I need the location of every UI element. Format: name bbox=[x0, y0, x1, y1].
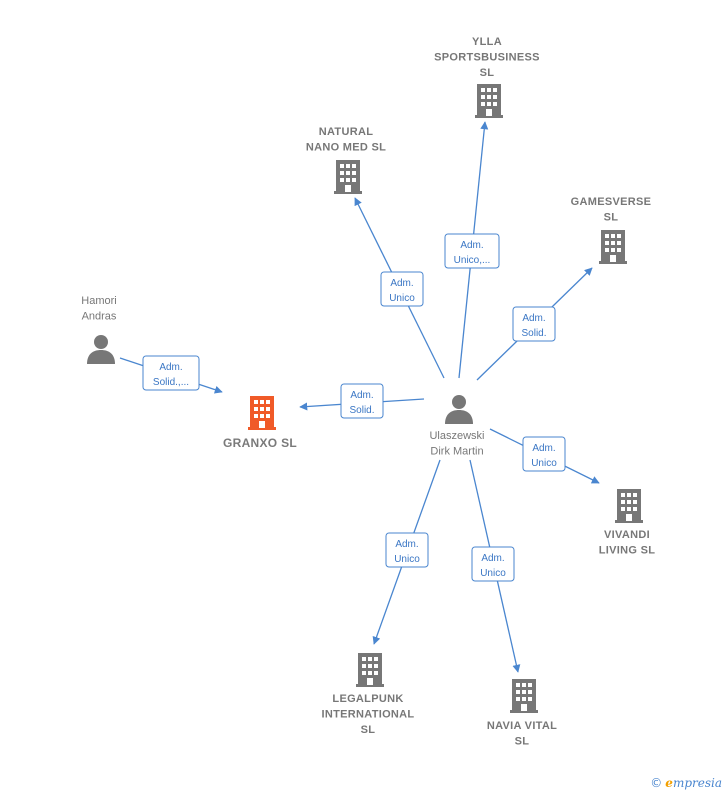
building-icon bbox=[334, 160, 362, 194]
edge-ulaszewski-to-vivandi: Adm. Unico bbox=[489, 428, 600, 484]
building-icon bbox=[615, 489, 643, 523]
building-icon bbox=[475, 84, 503, 118]
person-icon bbox=[87, 335, 115, 364]
node-granxo[interactable]: GRANXO SL bbox=[223, 396, 297, 450]
edge-label-line: Solid. bbox=[521, 328, 546, 339]
edge-role-label[interactable]: Adm. Solid.,... bbox=[142, 355, 200, 391]
edge-label-line: Adm. bbox=[350, 390, 373, 401]
edge-label-line: Unico bbox=[394, 554, 420, 565]
node-label: GRANXO SL bbox=[223, 436, 297, 450]
node-label: Ulaszewski bbox=[429, 430, 484, 442]
node-navia[interactable]: NAVIA VITAL SL bbox=[487, 679, 557, 748]
node-label: SL bbox=[361, 724, 376, 736]
node-label: NANO MED SL bbox=[306, 142, 386, 154]
empresia-brand: ©empresia bbox=[650, 776, 722, 790]
edge-ulaszewski-to-legalpunk: Adm. Unico bbox=[372, 459, 441, 645]
node-label: SL bbox=[480, 67, 495, 79]
edge-label-line: Adm. bbox=[460, 240, 483, 251]
node-label: Andras bbox=[82, 311, 117, 323]
edge-label-line: Adm. bbox=[532, 443, 555, 454]
brand-initial: e bbox=[665, 776, 673, 790]
edge-label-line: Adm. bbox=[481, 553, 504, 564]
edge-role-label[interactable]: Adm. Unico bbox=[522, 436, 566, 472]
edge-label-box bbox=[380, 271, 424, 307]
edge-role-label[interactable]: Adm. Unico,... bbox=[444, 233, 500, 269]
edge-role-label[interactable]: Adm. Unico bbox=[471, 546, 515, 582]
node-label: INTERNATIONAL bbox=[322, 709, 415, 721]
node-natural[interactable]: NATURAL NANO MED SL bbox=[306, 126, 386, 194]
edge-label-box bbox=[444, 233, 500, 269]
node-label: NAVIA VITAL bbox=[487, 720, 557, 732]
node-label: SL bbox=[515, 736, 530, 748]
node-legalpunk[interactable]: LEGALPUNK INTERNATIONAL SL bbox=[322, 653, 415, 736]
node-gamesverse[interactable]: GAMESVERSE SL bbox=[571, 196, 652, 264]
edge-role-label[interactable]: Adm. Unico bbox=[385, 532, 429, 568]
edge-ulaszewski-to-ylla: Adm. Unico,... bbox=[444, 121, 500, 379]
edge-label-line: Unico bbox=[389, 293, 415, 304]
building-icon bbox=[599, 230, 627, 264]
edge-role-label[interactable]: Adm. Solid. bbox=[340, 383, 384, 419]
edge-label-line: Adm. bbox=[159, 362, 182, 373]
node-label: Hamori bbox=[81, 295, 116, 307]
edge-role-label[interactable]: Adm. Solid. bbox=[512, 306, 556, 342]
building-icon bbox=[510, 679, 538, 713]
edge-label-box bbox=[385, 532, 429, 568]
edge-label-line: Unico,... bbox=[454, 255, 491, 266]
node-label: GAMESVERSE bbox=[571, 196, 652, 208]
edge-label-line: Solid. bbox=[349, 405, 374, 416]
nodes-layer: GRANXO SL YLLA SPORTSBUSINESS SL NATURAL NANO… bbox=[81, 36, 655, 748]
node-label: Dirk Martin bbox=[430, 446, 483, 458]
node-label: SL bbox=[604, 212, 619, 224]
edge-label-box bbox=[142, 355, 200, 391]
edge-label-box bbox=[522, 436, 566, 472]
node-label: LIVING SL bbox=[599, 545, 655, 557]
edges-layer: Adm.Solid.,...Adm.Solid.Adm.UnicoAdm.Uni… bbox=[119, 121, 600, 673]
node-label: LEGALPUNK bbox=[332, 693, 403, 705]
node-ylla[interactable]: YLLA SPORTSBUSINESS SL bbox=[434, 36, 540, 118]
edge-ulaszewski-to-gamesverse: Adm. Solid. bbox=[476, 267, 593, 381]
node-label: NATURAL bbox=[319, 126, 373, 138]
edge-label-box bbox=[512, 306, 556, 342]
edge-label-line: Adm. bbox=[395, 539, 418, 550]
edge-role-label[interactable]: Adm. Unico bbox=[380, 271, 424, 307]
edge-label-line: Unico bbox=[531, 458, 557, 469]
edge-label-line: Unico bbox=[480, 568, 506, 579]
edge-label-line: Adm. bbox=[522, 313, 545, 324]
edge-ulaszewski-to-natural: Adm. Unico bbox=[354, 197, 445, 379]
building-icon bbox=[248, 396, 276, 430]
edge-label-line: Adm. bbox=[390, 278, 413, 289]
building-icon bbox=[356, 653, 384, 687]
edge-ulaszewski-to-navia: Adm. Unico bbox=[469, 459, 521, 673]
copyright-icon: © bbox=[650, 776, 663, 790]
node-vivandi[interactable]: VIVANDI LIVING SL bbox=[599, 489, 655, 557]
edge-hamori-to-granxo: Adm. Solid.,... bbox=[119, 355, 223, 394]
edge-label-box bbox=[471, 546, 515, 582]
brand-name: mpresia bbox=[672, 776, 722, 790]
node-label: SPORTSBUSINESS bbox=[434, 52, 540, 64]
edge-label-box bbox=[340, 383, 384, 419]
edge-label-line: Solid.,... bbox=[153, 377, 189, 388]
edge-ulaszewski-to-granxo: Adm. Solid. bbox=[299, 383, 425, 419]
node-label: VIVANDI bbox=[604, 529, 650, 541]
person-icon bbox=[445, 395, 473, 424]
node-label: YLLA bbox=[472, 36, 502, 48]
